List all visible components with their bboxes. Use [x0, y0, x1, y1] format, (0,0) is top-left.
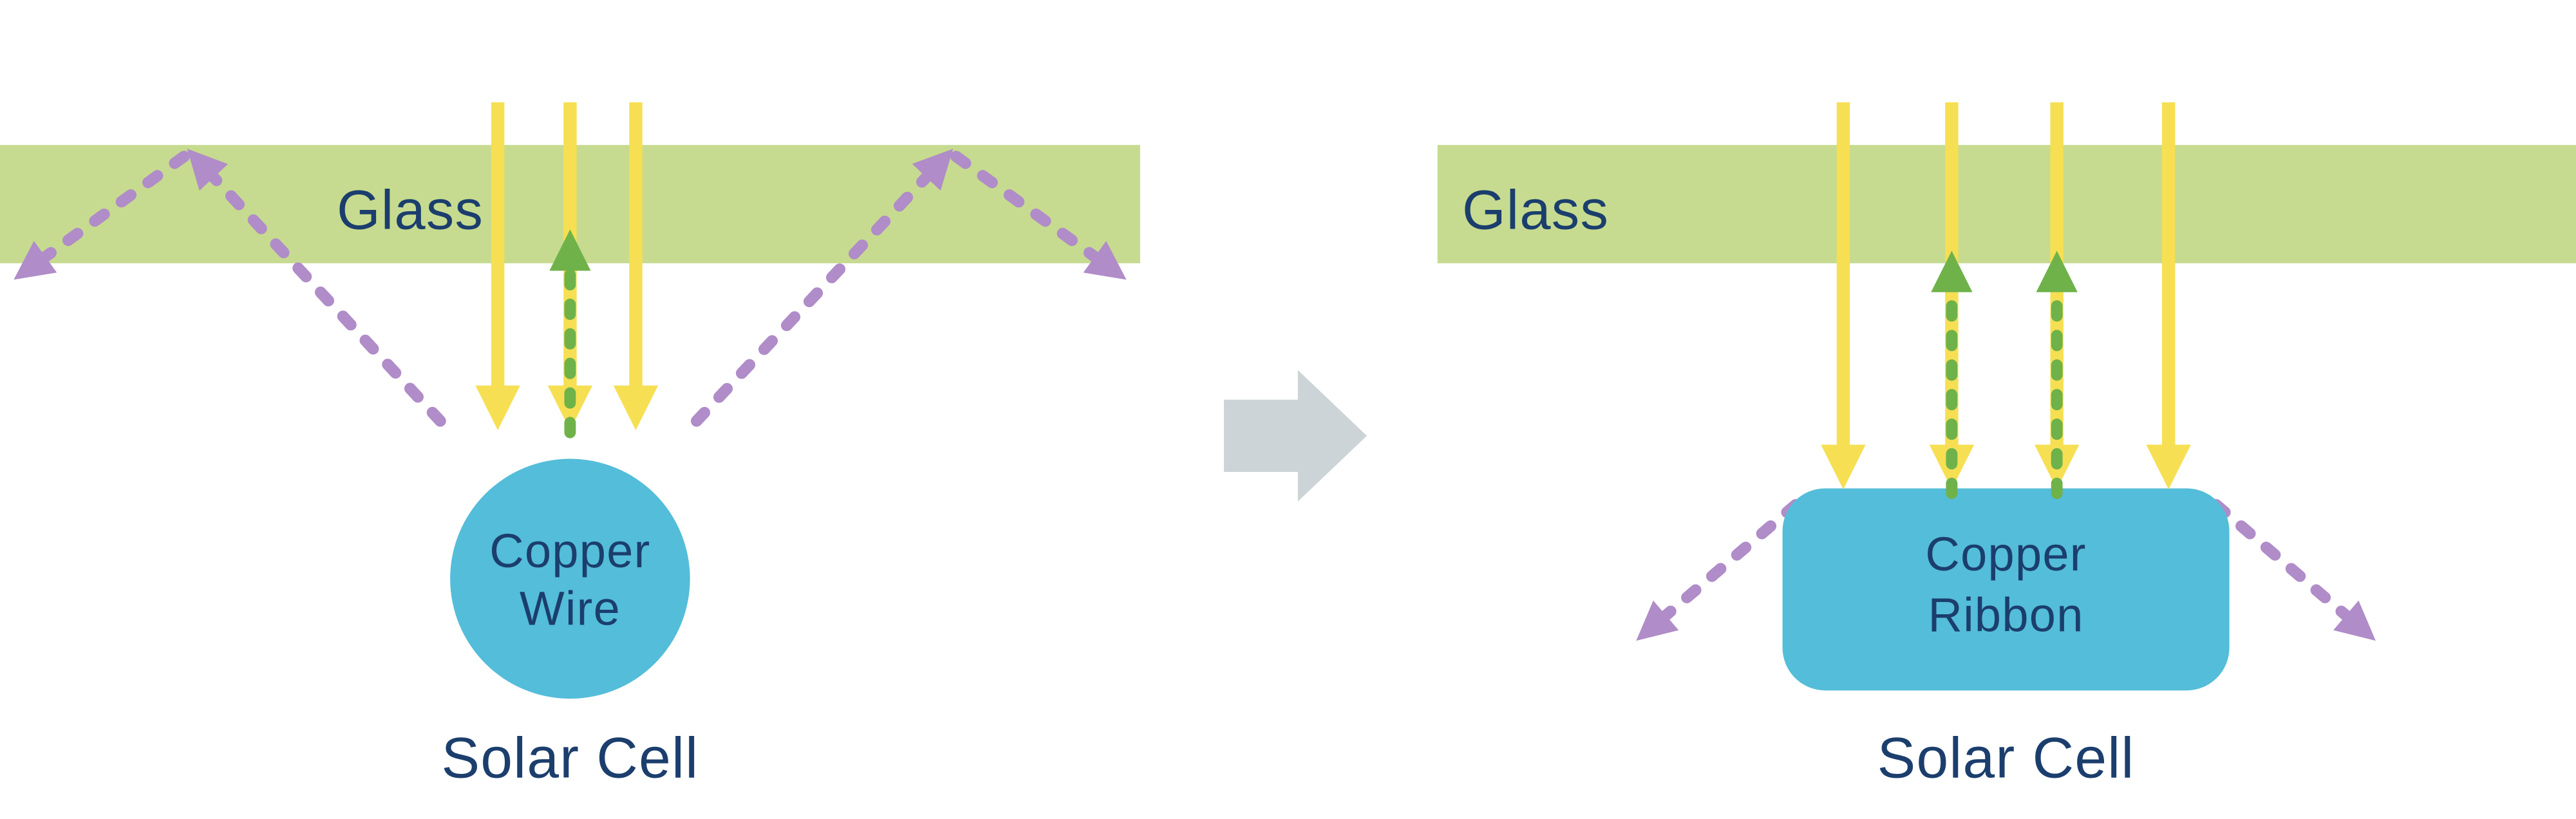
reflected-ray-icon — [690, 149, 954, 427]
reflected-ray-icon — [2210, 499, 2376, 641]
transition-arrow-icon — [1223, 370, 1367, 502]
reflected-ray-icon — [187, 149, 446, 427]
copper-wire-label-line1: Copper — [489, 524, 650, 578]
copper-wire-label-line2: Wire — [520, 581, 621, 635]
solar-cell-label: Solar Cell — [441, 726, 699, 790]
right-panel: Glass Copper Ribbon Solar Cell — [1437, 102, 2576, 790]
glass-layer — [1437, 145, 2576, 263]
left-panel: Glass Copper Wire Solar Cell — [0, 102, 1140, 790]
glass-label: Glass — [337, 178, 484, 241]
reflected-ray-icon — [950, 151, 1127, 280]
glass-label: Glass — [1462, 178, 1609, 241]
reflected-ray-icon — [1636, 499, 1801, 641]
copper-ribbon — [1782, 488, 2230, 691]
reflected-ray-icon — [14, 151, 190, 280]
copper-wire — [450, 458, 690, 699]
copper-ribbon-label-line2: Ribbon — [1928, 588, 2084, 641]
solar-cell-label: Solar Cell — [1877, 726, 2135, 790]
copper-ribbon-label-line1: Copper — [1925, 527, 2086, 581]
